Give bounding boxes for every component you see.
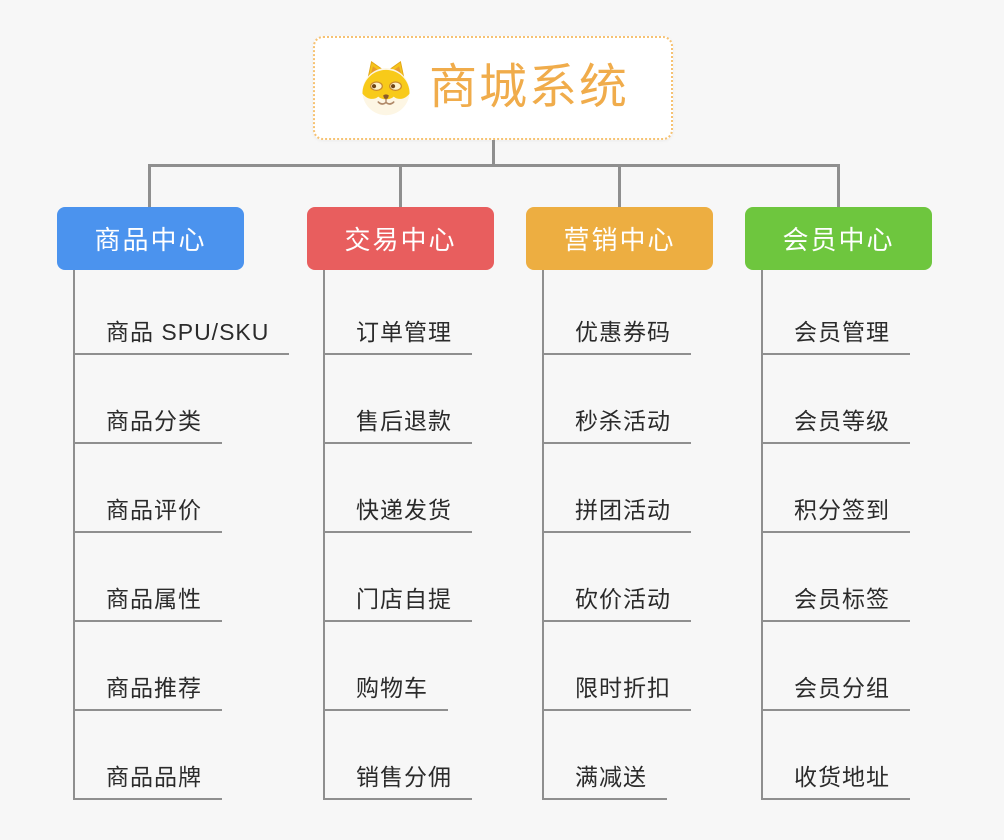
leaf-node[interactable]: 门店自提 [323, 576, 472, 622]
leaf-node[interactable]: 商品属性 [73, 576, 222, 622]
leaf-node[interactable]: 售后退款 [323, 398, 472, 444]
leaf-node[interactable]: 购物车 [323, 665, 448, 711]
leaf-node[interactable]: 商品品牌 [73, 754, 222, 800]
branch-column-1: 商品中心 商品 SPU/SKU 商品分类商品评价商品属性商品推荐商品品牌 [57, 207, 297, 800]
branch-column-4: 会员中心 会员管理会员等级积分签到会员标签会员分组收货地址 [745, 207, 985, 800]
branch-trunk-line [761, 270, 763, 800]
branch-node[interactable]: 营销中心 [526, 207, 713, 270]
branch-trunk-line [323, 270, 325, 800]
leaf-node[interactable]: 商品推荐 [73, 665, 222, 711]
root-node[interactable]: 商城系统 [313, 36, 673, 140]
leaf-node[interactable]: 会员管理 [761, 309, 910, 355]
leaf-node[interactable]: 砍价活动 [542, 576, 691, 622]
leaf-node[interactable]: 满减送 [542, 754, 667, 800]
leaf-node[interactable]: 会员分组 [761, 665, 910, 711]
branch-node[interactable]: 交易中心 [307, 207, 494, 270]
branch-label: 营销中心 [563, 225, 676, 255]
branch-column-3: 营销中心 优惠券码秒杀活动拼团活动砍价活动限时折扣满减送 [526, 207, 766, 800]
leaf-node[interactable]: 积分签到 [761, 487, 910, 533]
leaf-node[interactable]: 收货地址 [761, 754, 910, 800]
leaf-node[interactable]: 限时折扣 [542, 665, 691, 711]
connector-drop-3 [618, 164, 621, 208]
leaf-node[interactable]: 会员等级 [761, 398, 910, 444]
leaf-node[interactable]: 快递发货 [323, 487, 472, 533]
doge-icon [362, 60, 410, 116]
branch-trunk-line [542, 270, 544, 800]
leaf-node[interactable]: 优惠券码 [542, 309, 691, 355]
connector-drop-4 [837, 164, 840, 208]
leaf-node[interactable]: 商品评价 [73, 487, 222, 533]
leaf-node[interactable]: 拼团活动 [542, 487, 691, 533]
branch-trunk-line [73, 270, 75, 800]
branch-leaves: 会员管理会员等级积分签到会员标签会员分组收货地址 [745, 207, 985, 800]
branch-label: 会员中心 [782, 225, 895, 255]
connector-drop-2 [399, 164, 402, 208]
connector-root-stub [492, 140, 495, 166]
branch-label: 交易中心 [344, 225, 457, 255]
connector-horizontal [148, 164, 840, 167]
branch-leaves: 订单管理售后退款快递发货门店自提购物车销售分佣 [307, 207, 547, 800]
branch-label: 商品中心 [94, 225, 207, 255]
leaf-node[interactable]: 订单管理 [323, 309, 472, 355]
branch-column-2: 交易中心 订单管理售后退款快递发货门店自提购物车销售分佣 [307, 207, 547, 800]
leaf-node[interactable]: 商品 SPU/SKU [73, 309, 290, 355]
leaf-node[interactable]: 商品分类 [73, 398, 222, 444]
branch-leaves: 商品 SPU/SKU 商品分类商品评价商品属性商品推荐商品品牌 [57, 207, 297, 800]
leaf-node[interactable]: 销售分佣 [323, 754, 472, 800]
leaf-node[interactable]: 会员标签 [761, 576, 910, 622]
branch-node[interactable]: 商品中心 [57, 207, 244, 270]
leaf-node[interactable]: 秒杀活动 [542, 398, 691, 444]
connector-drop-1 [148, 164, 151, 208]
root-title: 商城系统 [428, 61, 629, 114]
branch-node[interactable]: 会员中心 [745, 207, 932, 270]
branch-leaves: 优惠券码秒杀活动拼团活动砍价活动限时折扣满减送 [526, 207, 766, 800]
